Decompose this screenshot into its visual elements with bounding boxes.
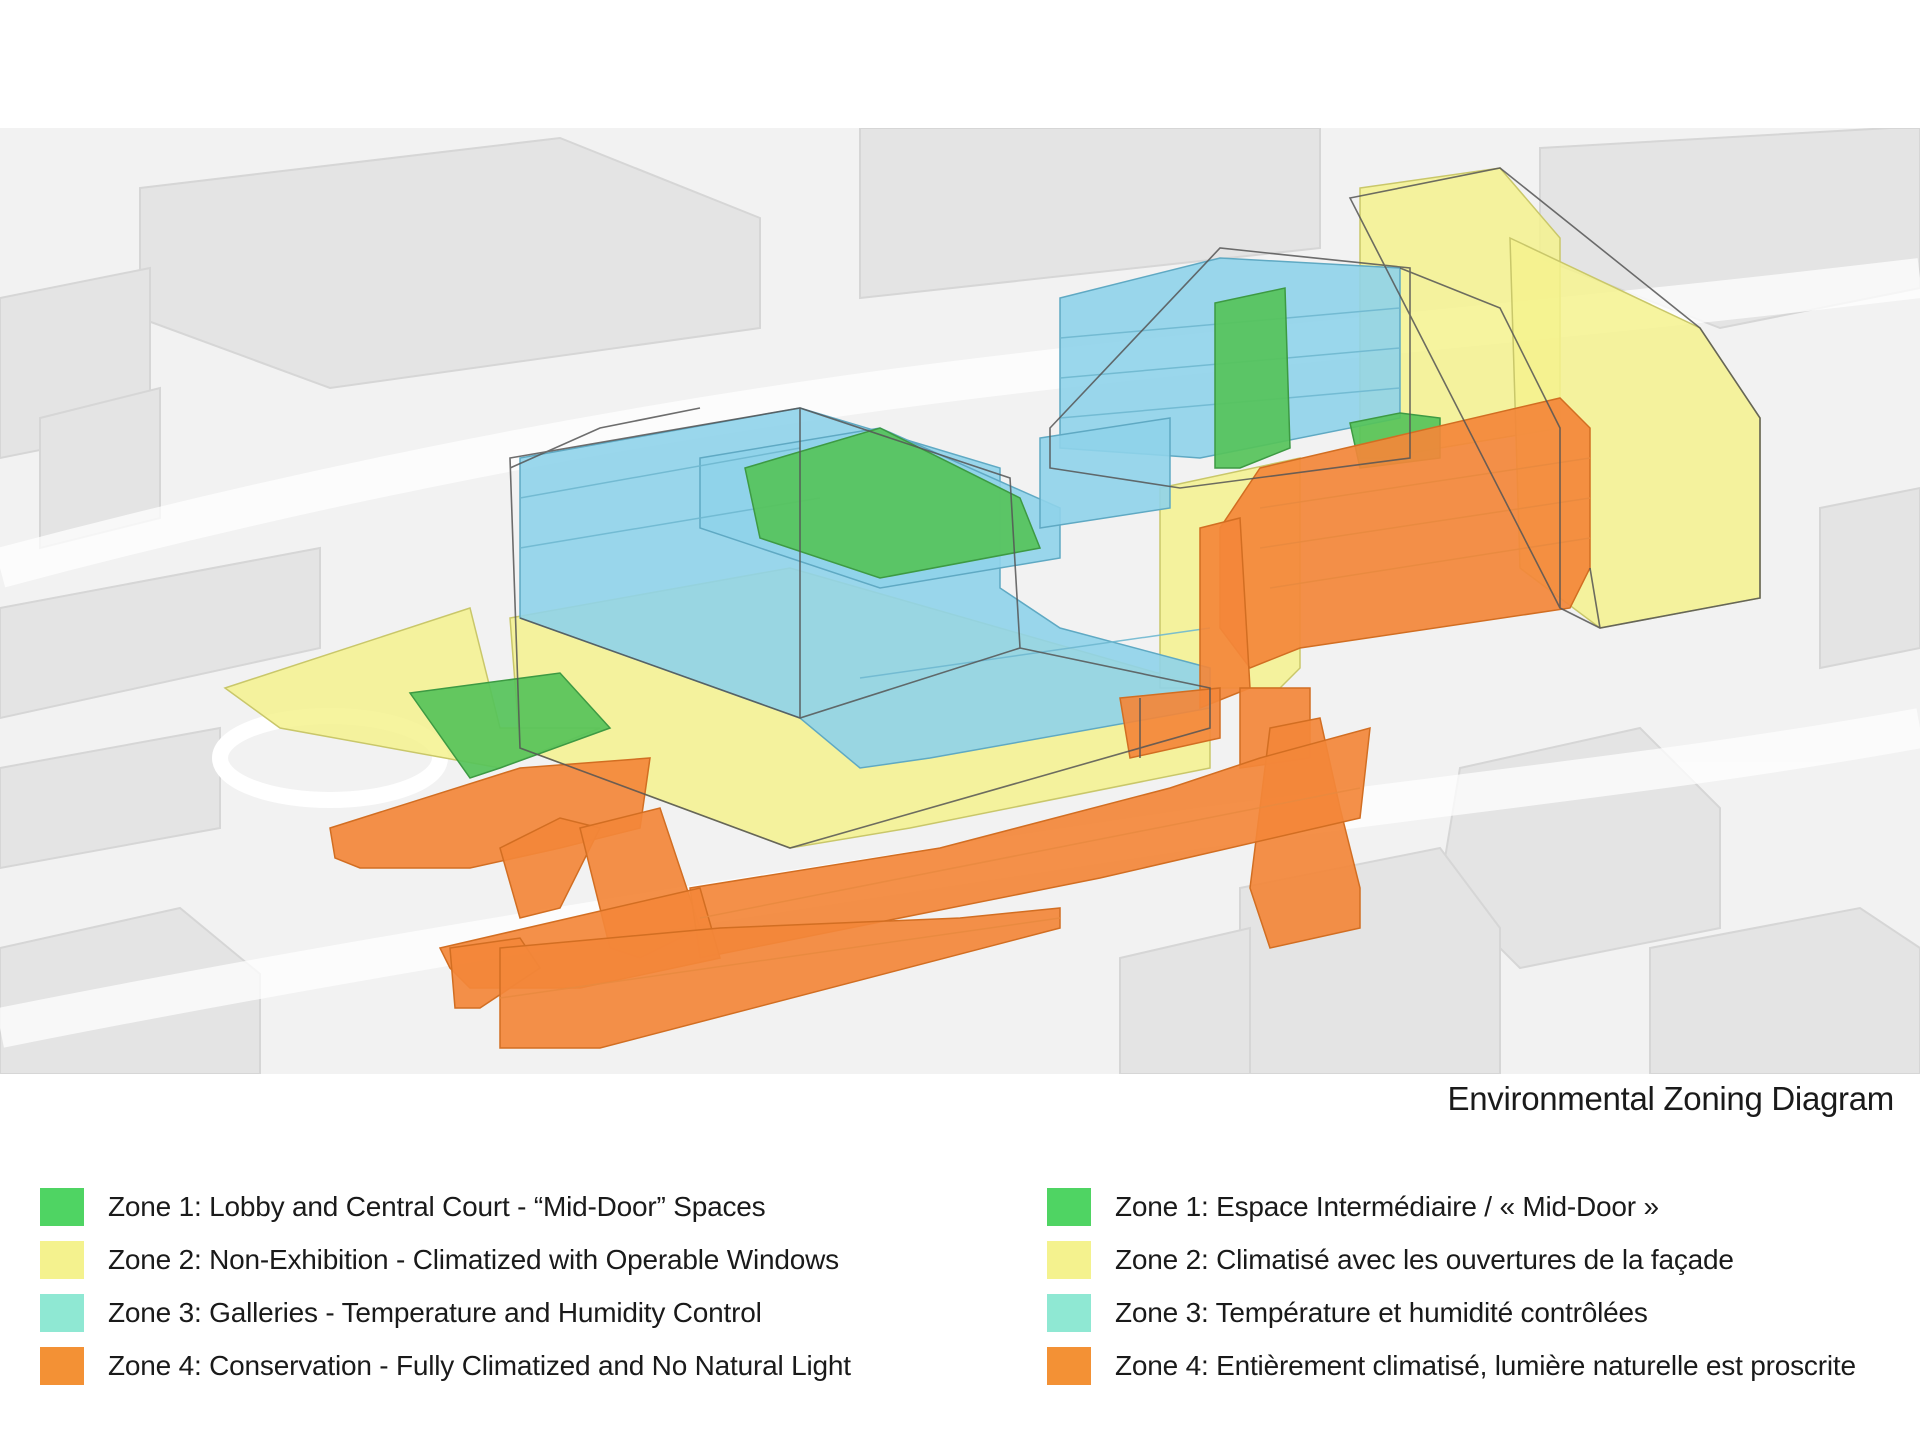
legend-label: Zone 3: Température et humidité contrôlé… <box>1115 1296 1648 1328</box>
legend-french: Zone 1: Espace Intermédiaire / « Mid-Doo… <box>1047 1180 1856 1392</box>
legend-label: Zone 3: Galleries - Temperature and Humi… <box>108 1296 762 1328</box>
legend-item-zone3-en: Zone 3: Galleries - Temperature and Humi… <box>40 1286 851 1339</box>
zone4-volumes <box>329 397 1591 1049</box>
legend-label: Zone 2: Climatisé avec les ouvertures de… <box>1115 1243 1734 1275</box>
zone3-swatch <box>1047 1293 1091 1332</box>
legend-label: Zone 1: Lobby and Central Court - “Mid-D… <box>108 1190 766 1222</box>
zoning-diagram <box>0 128 1920 1074</box>
legend-item-zone1-fr: Zone 1: Espace Intermédiaire / « Mid-Doo… <box>1047 1180 1856 1233</box>
legend-item-zone4-fr: Zone 4: Entièrement climatisé, lumière n… <box>1047 1339 1856 1392</box>
zone2-swatch <box>1047 1240 1091 1279</box>
zone4-swatch <box>40 1346 84 1385</box>
legend-item-zone2-en: Zone 2: Non-Exhibition - Climatized with… <box>40 1233 851 1286</box>
legend-item-zone4-en: Zone 4: Conservation - Fully Climatized … <box>40 1339 851 1392</box>
zone1-swatch <box>1047 1187 1091 1226</box>
diagram-title: Environmental Zoning Diagram <box>1447 1080 1895 1117</box>
zone2-swatch <box>40 1240 84 1279</box>
legend-label: Zone 1: Espace Intermédiaire / « Mid-Doo… <box>1115 1190 1659 1222</box>
zone4-swatch <box>1047 1346 1091 1385</box>
legend-item-zone1-en: Zone 1: Lobby and Central Court - “Mid-D… <box>40 1180 851 1233</box>
legend-english: Zone 1: Lobby and Central Court - “Mid-D… <box>40 1180 851 1392</box>
legend-label: Zone 4: Entièrement climatisé, lumière n… <box>1115 1349 1856 1381</box>
legend-item-zone3-fr: Zone 3: Température et humidité contrôlé… <box>1047 1286 1856 1339</box>
zone1-swatch <box>40 1187 84 1226</box>
legend-label: Zone 2: Non-Exhibition - Climatized with… <box>108 1243 839 1275</box>
building-outlines <box>509 167 1761 849</box>
zone3-swatch <box>40 1293 84 1332</box>
legend-label: Zone 4: Conservation - Fully Climatized … <box>108 1349 851 1381</box>
legend-item-zone2-fr: Zone 2: Climatisé avec les ouvertures de… <box>1047 1233 1856 1286</box>
